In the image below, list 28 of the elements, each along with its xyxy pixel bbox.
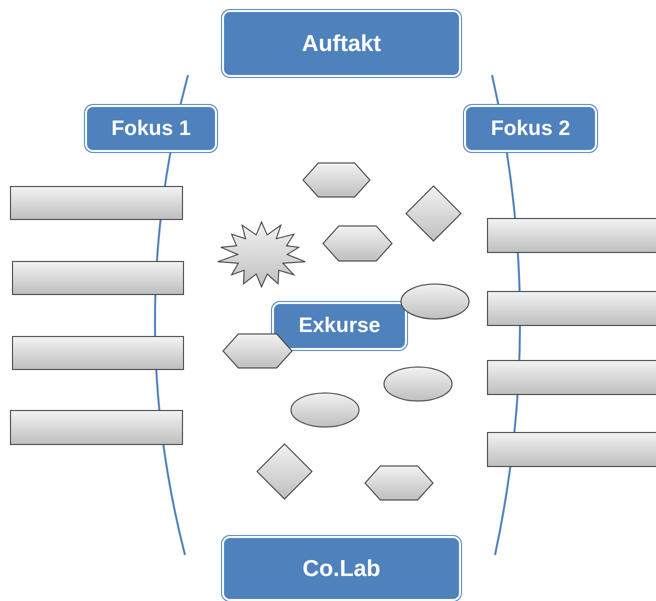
ellipse-shape: [291, 393, 359, 427]
blank-bar: [10, 410, 183, 445]
box-label: Fokus 1: [111, 116, 191, 140]
title-box: [272, 302, 407, 350]
blank-bar: [487, 432, 656, 467]
ellipse-shape: [384, 367, 452, 401]
hexagon-shape: [303, 163, 370, 197]
title-box: [222, 10, 461, 77]
ellipse-shape: [401, 284, 469, 319]
star-shape: [220, 222, 303, 287]
box-label: Auftakt: [302, 30, 382, 57]
title-box: [464, 105, 597, 152]
blank-bar: [12, 336, 184, 370]
box-label: Fokus 2: [490, 116, 570, 140]
box-label: Exkurse: [298, 314, 380, 338]
hexagon-shape: [365, 466, 433, 500]
title-box: [85, 105, 217, 152]
diamond-shape: [406, 186, 461, 241]
box-label: Co.Lab: [302, 555, 380, 582]
blank-bar: [12, 261, 184, 295]
title-box: [222, 536, 461, 601]
diamond-shape: [257, 444, 312, 499]
hexagon-shape: [223, 334, 292, 368]
hexagon-shape: [323, 226, 392, 261]
blank-bar: [487, 291, 656, 326]
blank-bar: [487, 360, 656, 395]
blank-bar: [487, 218, 656, 253]
blank-bar: [10, 186, 183, 220]
